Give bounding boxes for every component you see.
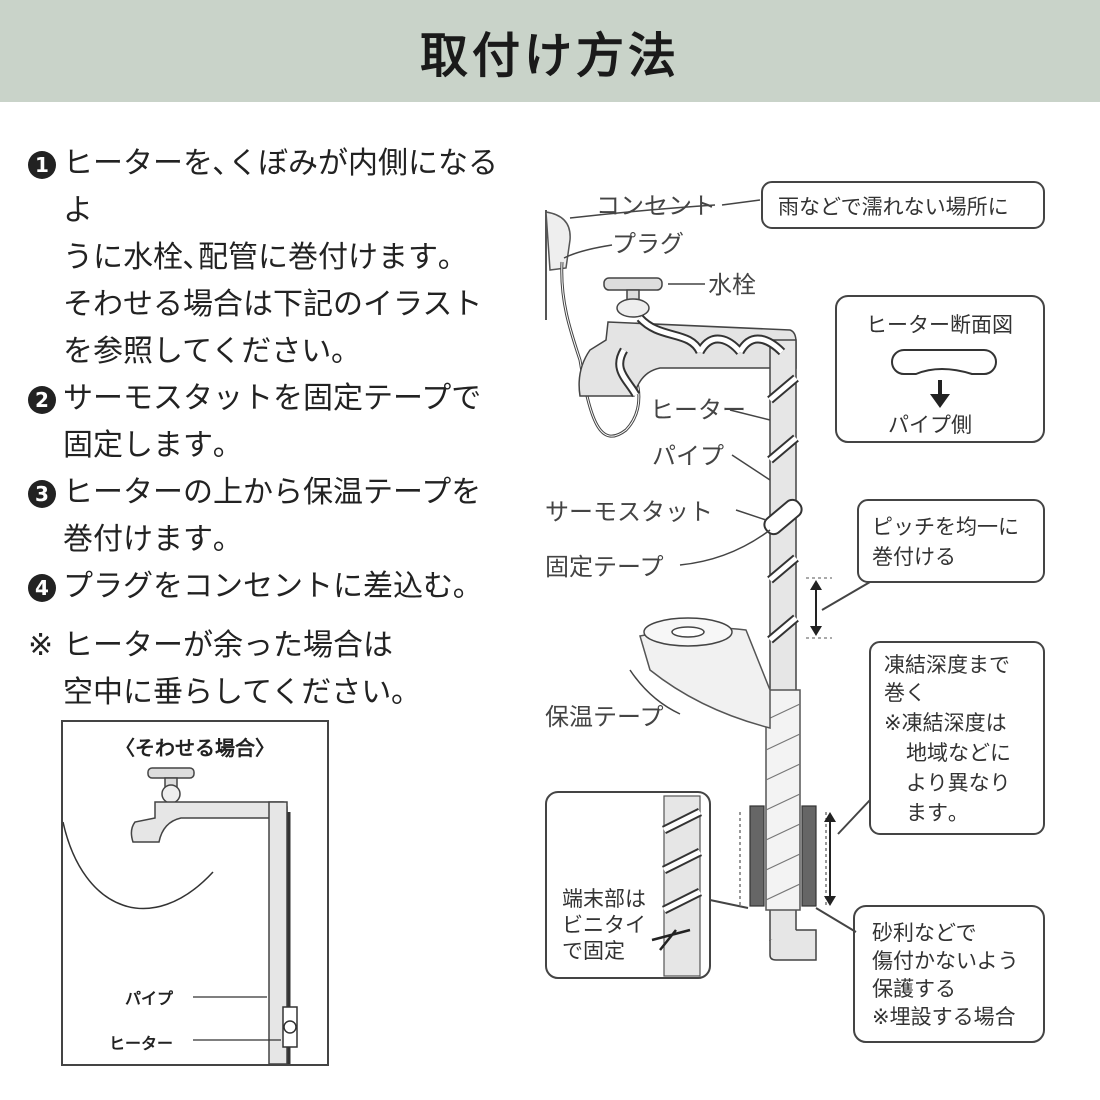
- inset-illustration: [63, 767, 298, 1064]
- step-line: ヒーターの上から保温テープを: [63, 475, 482, 510]
- arrow-down-icon-head: [930, 394, 950, 408]
- inset-thermostat-knob: [283, 1020, 297, 1034]
- header-bar: 取付け方法: [0, 0, 1100, 102]
- insulation-wrap: [765, 689, 801, 911]
- insulation-wrap-lines: [765, 703, 801, 901]
- step-number-4: 4: [28, 574, 56, 602]
- step-number-1: 1: [28, 151, 56, 179]
- end-fix-line-1: 端末部は: [562, 887, 646, 911]
- step-line: プラグをコンセントに差込む｡: [63, 569, 468, 604]
- step-3: 3 ヒーターの上から保温テープを 巻付けます｡: [28, 469, 508, 563]
- note-mark: ※: [28, 628, 54, 663]
- hanging-note: ※ ヒーターが余った場合は 空中に垂らしてください｡: [28, 622, 508, 716]
- step-2: 2 サーモスタットを固定テープで 固定します｡: [28, 375, 508, 469]
- step-line: ヒーターを､くぼみが内側になるよ: [63, 146, 498, 228]
- heater-cross-section-icon: [891, 349, 997, 375]
- label-thermostat: サーモスタット: [545, 498, 713, 526]
- protection-line-3: 保護する: [872, 977, 956, 1001]
- label-plug: プラグ: [612, 230, 684, 258]
- thermostat: [763, 498, 803, 536]
- heater-coils-pipe: [767, 374, 799, 644]
- step-line: そわせる場合は下記のイラスト: [63, 287, 483, 322]
- inset-cord: [63, 821, 214, 910]
- freeze-depth-arrow: [824, 812, 836, 906]
- callout-outlet-box: [761, 181, 1045, 229]
- step-4: 4 プラグをコンセントに差込む｡: [28, 563, 508, 610]
- inset-faucet-body: [130, 801, 288, 843]
- protection-line-1: 砂利などで: [872, 921, 977, 945]
- freeze-line-4: 地域などに: [906, 741, 1011, 765]
- protection-panel-left: [749, 805, 765, 907]
- label-heater: ヒーター: [650, 396, 746, 424]
- label-fixing-tape: 固定テープ: [545, 553, 664, 581]
- callout-freeze-pointer: [837, 799, 871, 835]
- callout-freeze-depth-box: [869, 641, 1045, 835]
- step-line: 巻付けます｡: [63, 522, 228, 557]
- step-line: サーモスタットを固定テープで: [63, 381, 482, 416]
- cross-section-pipe-side: パイプ側: [888, 413, 972, 437]
- inset-faucet-handle: [147, 767, 195, 779]
- end-fix-line-3: で固定: [562, 939, 625, 963]
- pitch-line-2: 巻付ける: [872, 545, 956, 569]
- pipe-bottom-elbow: [769, 929, 817, 961]
- protection-line-4: ※埋設する場合: [872, 1005, 1016, 1029]
- label-outlet: コンセント: [596, 192, 716, 220]
- step-line: うに水栓､配管に巻付けます｡: [63, 240, 453, 275]
- freeze-line-3: ※凍結深度は: [884, 711, 1007, 735]
- page-title: 取付け方法: [419, 28, 680, 84]
- callout-protection-pointer: [815, 907, 857, 933]
- heater-coil-spout-inner: [617, 348, 639, 397]
- inset-title: 〈そわせる場合〉: [115, 736, 275, 760]
- label-faucet: 水栓: [708, 271, 756, 299]
- instruction-steps: 1 ヒーターを､くぼみが内側になるよ うに水栓､配管に巻付けます｡ そわせる場合…: [28, 140, 508, 716]
- inset-vertical-pipe: [268, 801, 288, 1064]
- callout-end-fix-pointer: [709, 899, 749, 909]
- step-number-3: 3: [28, 480, 56, 508]
- protection-line-2: 傷付かないよう: [872, 949, 1019, 973]
- end-fix-heater-coil-inner: [662, 809, 702, 913]
- vinyl-tie-icon: [651, 928, 691, 951]
- callout-outlet-text: 雨などで濡れない場所に: [778, 195, 1009, 219]
- inset-pipe-label: パイプ: [125, 989, 174, 1008]
- label-pipe: パイプ: [652, 442, 724, 470]
- step-line: を参照してください｡: [63, 334, 347, 369]
- protection-panel-right: [801, 805, 817, 907]
- heater-coil-faucet-inner: [638, 316, 784, 354]
- freeze-line-6: ます｡: [906, 801, 959, 825]
- freeze-line-1: 凍結深度まで: [884, 653, 1010, 677]
- step-line: 固定します｡: [63, 428, 228, 463]
- freeze-line-2: 巻く: [884, 681, 926, 705]
- callout-pitch-pointer: [821, 581, 871, 611]
- outlet-shape: [545, 211, 571, 271]
- end-fix-line-2: ビニタイ: [562, 913, 646, 937]
- installation-diagram: コンセント プラグ 水栓 ヒーター パイプ サーモスタット 固定テープ 保温テー…: [545, 181, 1045, 1043]
- insulation-tape-core: [671, 626, 705, 638]
- leader-lines: [563, 199, 771, 715]
- label-insulation-tape: 保温テープ: [545, 703, 664, 731]
- note-line: 空中に垂らしてください｡: [63, 675, 407, 710]
- note-line: ヒーターが余った場合は: [63, 628, 393, 663]
- faucet-handle: [603, 277, 663, 291]
- callout-pitch-box: [857, 499, 1045, 583]
- cross-section-title: ヒーター断面図: [866, 313, 1013, 337]
- freeze-line-5: より異なり: [906, 771, 1011, 795]
- step-1: 1 ヒーターを､くぼみが内側になるよ うに水栓､配管に巻付けます｡ そわせる場合…: [28, 140, 508, 375]
- plug-cord-inner: [561, 261, 640, 437]
- inset-heater-label: ヒーター: [109, 1034, 174, 1053]
- inset-faucet-nut: [161, 784, 181, 804]
- step-number-2: 2: [28, 386, 56, 414]
- pitch-line-1: ピッチを均一に: [872, 515, 1019, 539]
- faucet-nut: [616, 298, 650, 318]
- inset-along-pipe: 〈そわせる場合〉 パイプ ヒーター: [61, 720, 329, 1066]
- callout-protection-box: [853, 905, 1045, 1043]
- pitch-arrow: [806, 577, 832, 639]
- faucet-body: [578, 321, 797, 397]
